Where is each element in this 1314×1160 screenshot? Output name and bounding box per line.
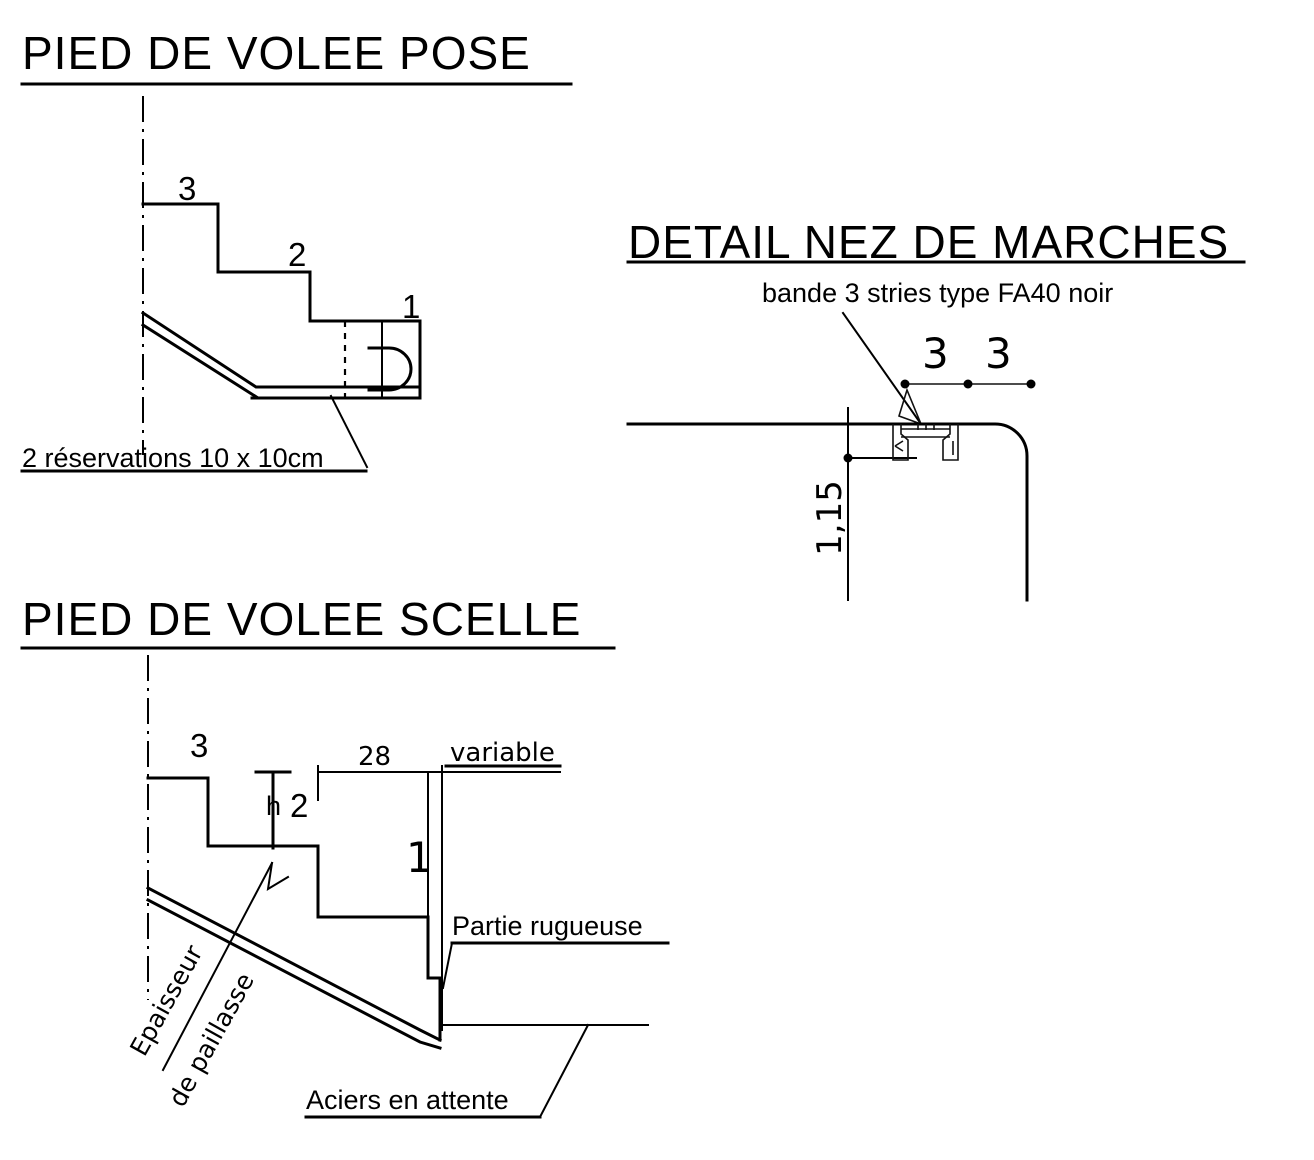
scelle-tread-dimension-label: 28: [358, 742, 392, 772]
nez-antislip-strip-assembly: [892, 424, 959, 461]
nez-dimension-label-right: 3: [985, 329, 1012, 378]
nez-height-dot: [843, 453, 853, 463]
nez-strip-three-grooves: [917, 424, 935, 430]
scelle-thickness-arrowhead: [266, 861, 290, 891]
nez-note-leader-line: [841, 311, 923, 426]
scelle-step-label-1: 1: [406, 833, 433, 882]
pose-step-label-1: 1: [402, 288, 421, 325]
pose-reservation-note: 2 réservations 10 x 10cm: [22, 443, 324, 473]
nez-title: DETAIL NEZ DE MARCHES: [628, 216, 1230, 268]
pose-reservation-pocket: [367, 346, 413, 392]
scelle-rough-note-leader-line: [441, 941, 454, 990]
scelle-riser-symbol-h: h: [266, 791, 282, 821]
scelle-step-label-2: 2: [290, 787, 309, 824]
nez-dimension-dot-middle: [963, 379, 973, 389]
scelle-rebar-note: Aciers en attente: [306, 1085, 509, 1115]
scelle-soffit-lower-line: [145, 897, 442, 1050]
pose-step-label-2: 2: [288, 236, 307, 273]
nez-strip-right-anchor: [942, 424, 959, 461]
pose-soffit-lower-line: [140, 322, 422, 400]
scelle-step-label-3: 3: [190, 727, 209, 764]
pose-step-label-3: 3: [178, 170, 197, 207]
nez-dimension-dot-right: [1026, 379, 1036, 389]
pose-step-profile: [141, 202, 422, 323]
nez-note-arrowhead: [898, 387, 923, 426]
section-pied-de-volee-scelle: [20, 646, 670, 1119]
nez-height-dimension-label: 1,15: [810, 480, 850, 556]
nez-strip-note: bande 3 stries type FA40 noir: [762, 278, 1114, 308]
section-detail-nez-de-marches: [626, 260, 1246, 602]
scelle-rough-note: Partie rugueuse: [452, 911, 643, 941]
nez-dimension-dot-left: [900, 379, 910, 389]
scelle-title: PIED DE VOLEE SCELLE: [22, 593, 582, 645]
scelle-step-profile: [146, 776, 442, 1042]
pose-soffit-upper-line: [140, 310, 422, 389]
scelle-thickness-leader-line: [161, 861, 274, 1072]
scelle-rebar-note-leader-line: [538, 1023, 590, 1119]
scelle-variable-dimension-label: variable: [450, 738, 555, 768]
pose-note-leader-line: [329, 394, 369, 469]
nez-dimension-label-left: 3: [922, 329, 949, 378]
nez-strip-left-detail: [894, 440, 904, 452]
scelle-soffit-upper-line: [145, 885, 443, 1043]
nez-step-outline: [626, 422, 1029, 602]
nez-strip-left-anchor: [892, 424, 909, 461]
section-pied-de-volee-pose: [20, 82, 573, 473]
pose-title: PIED DE VOLEE POSE: [22, 27, 531, 79]
